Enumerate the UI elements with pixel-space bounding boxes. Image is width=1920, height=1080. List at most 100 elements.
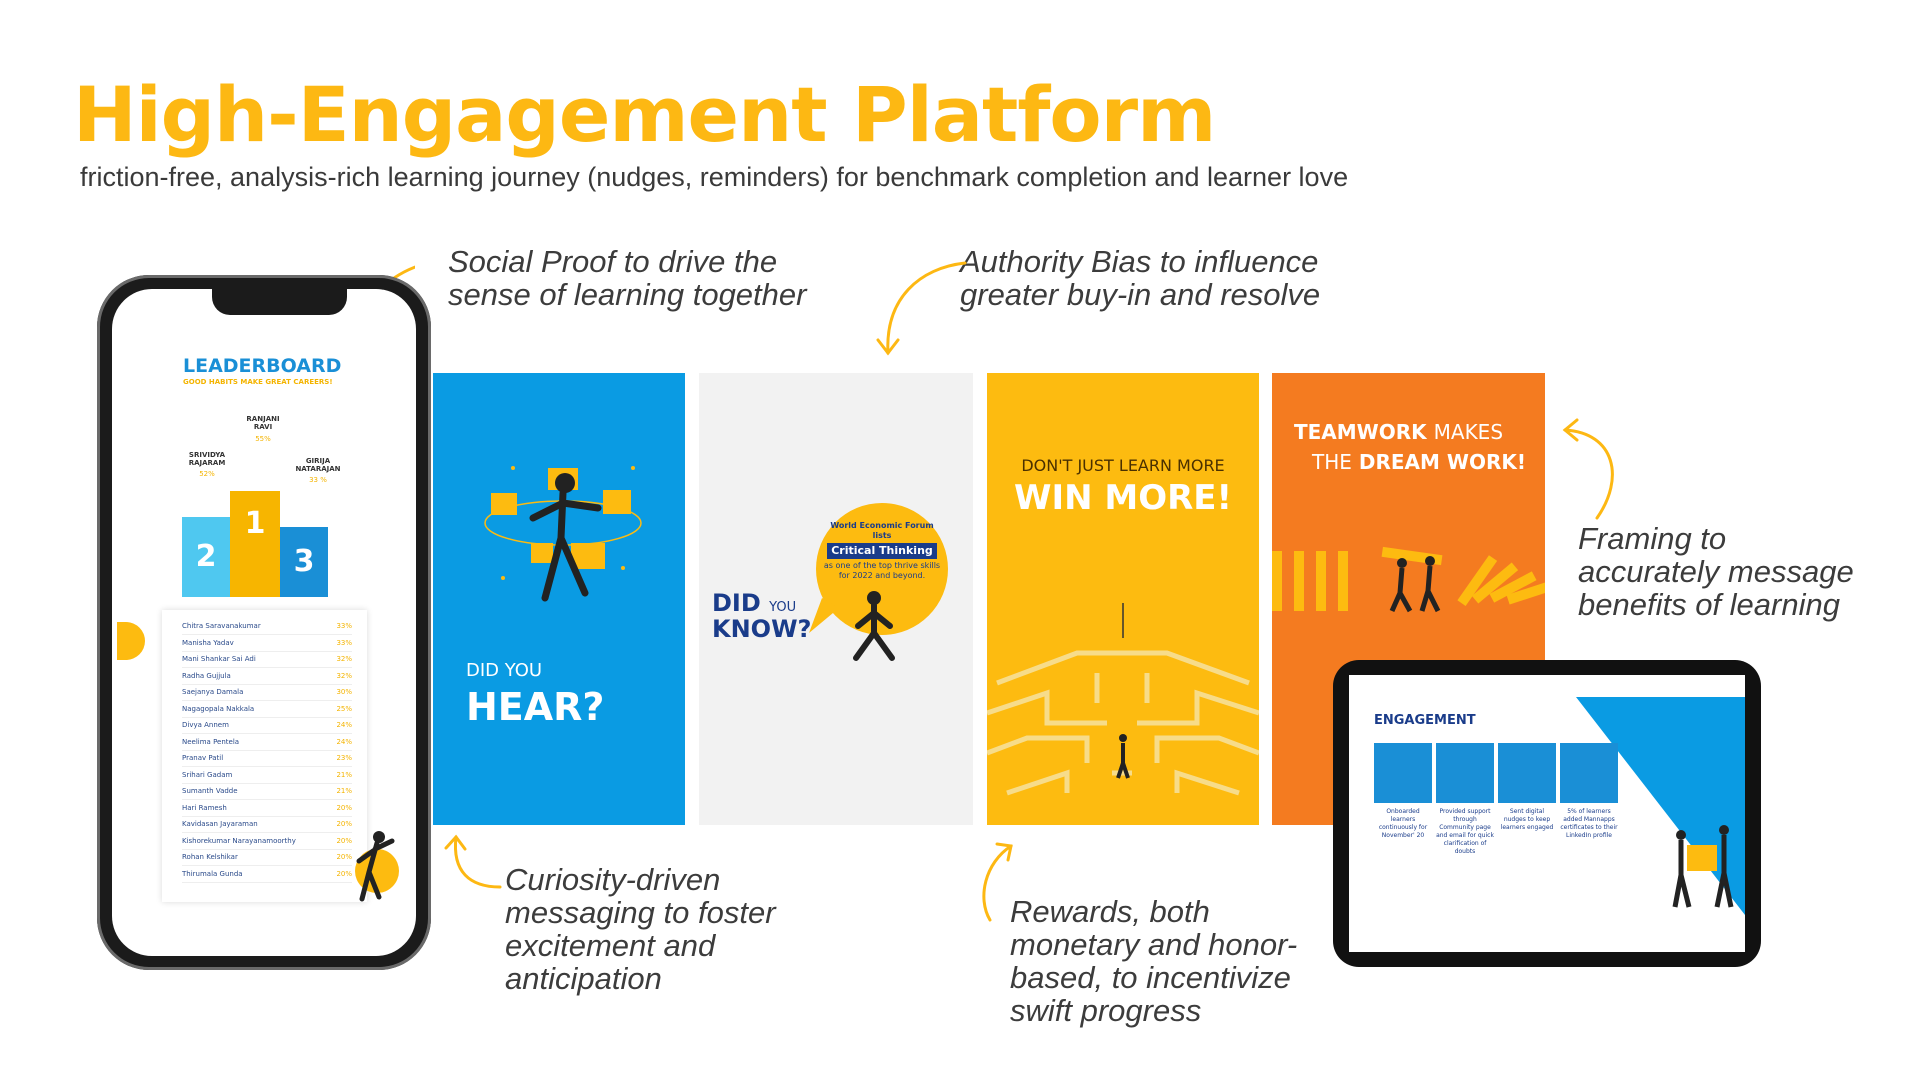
- engagement-tile: [1436, 743, 1494, 803]
- leaderboard-row-pct: 33%: [336, 638, 352, 647]
- tile-caption: Sent digital nudges to keep learners eng…: [1500, 808, 1554, 831]
- podium-block-1: 1: [230, 491, 280, 597]
- person-figure-icon: [356, 831, 395, 902]
- bubble-line: World Economic Forum lists: [830, 521, 934, 540]
- name-line: NATARAJAN: [295, 465, 341, 473]
- text-you: YOU: [769, 600, 797, 615]
- podium-pct-3: 33 %: [309, 476, 327, 484]
- tile-caption: 5% of learners added Mannapps certificat…: [1560, 808, 1618, 839]
- leaderboard-row-name: Srihari Gadam: [182, 770, 233, 779]
- curved-arrow-icon: [1562, 418, 1614, 520]
- note-line: based, to incentivize: [1010, 960, 1291, 995]
- note-line: Authority Bias to influence: [960, 244, 1319, 279]
- text-makes: MAKES: [1433, 420, 1504, 444]
- note-line: Rewards, both: [1010, 894, 1210, 929]
- name-line: GIRIJA: [305, 457, 331, 465]
- leaderboard-row-name: Neelima Pentela: [182, 737, 240, 746]
- leaderboard-row: Rohan Kelshikar 20%: [182, 849, 352, 866]
- curved-arrow-icon: [876, 261, 967, 356]
- leaderboard-row-name: Saejanya Damala: [182, 688, 244, 696]
- note-line: benefits of learning: [1578, 587, 1840, 622]
- leaderboard-row-pct: 32%: [336, 655, 352, 663]
- note-line: anticipation: [505, 961, 662, 996]
- text-did: DID: [712, 589, 761, 617]
- leaderboard-row-name: Nagagopala Nakkala: [182, 704, 255, 713]
- people-carrying-box-illustration: [1672, 825, 1734, 908]
- leaderboard-row: Kishorekumar Narayanamoorthy 20%: [182, 833, 352, 850]
- engagement-tile: [1374, 743, 1432, 803]
- leaderboard-row: Manisha Yadav 33%: [182, 635, 352, 652]
- leaderboard-row: Hari Ramesh 20%: [182, 800, 352, 817]
- name-line: RAVI: [253, 423, 273, 431]
- bubble-line: for 2022 and beyond.: [838, 571, 926, 580]
- leaderboard-row-pct: 20%: [336, 853, 352, 861]
- leaderboard-subtitle: GOOD HABITS MAKE GREAT CAREERS!: [183, 378, 333, 386]
- leaderboard-row-pct: 20%: [336, 869, 352, 878]
- leaderboard-row-name: Sumanth Vadde: [182, 787, 238, 795]
- engagement-tile: [1498, 743, 1556, 803]
- leaderboard-row: Sumanth Vadde 21%: [182, 783, 352, 800]
- tile-caption: Provided support through Community page …: [1436, 808, 1494, 855]
- leaderboard-row-pct: 32%: [336, 671, 352, 680]
- panel-text-did-you: DID YOU: [466, 660, 543, 681]
- leaderboard-row-name: Chitra Saravanakumar: [182, 622, 261, 630]
- curved-arrow-icon: [982, 842, 1013, 922]
- leaderboard-row-pct: 20%: [336, 803, 352, 812]
- note-line: Social Proof to drive the: [448, 244, 778, 279]
- panel-text-dont-just: DON'T JUST LEARN MORE: [1021, 456, 1225, 475]
- leaderboard-row-name: Manisha Yadav: [182, 638, 234, 647]
- leaderboard-row-pct: 25%: [336, 704, 352, 713]
- leaderboard-row-pct: 20%: [336, 836, 352, 845]
- engagement-tile: [1560, 743, 1618, 803]
- leaderboard-row: Neelima Pentela 24%: [182, 734, 352, 751]
- podium-name-1: RANJANI RAVI: [238, 415, 288, 431]
- panel-text-know: KNOW?: [712, 615, 812, 643]
- tablet-mockup: ENGAGEMENT Onboarded learners continuous…: [1333, 660, 1761, 967]
- leaderboard-row-pct: 24%: [336, 737, 352, 746]
- panel-text-win-more: WIN MORE!: [1013, 478, 1233, 518]
- podium-name-2: SRIVIDYA RAJARAM: [182, 451, 232, 467]
- decor-circle: [117, 622, 145, 660]
- leaderboard-row-pct: 24%: [336, 721, 352, 729]
- leaderboard-row-pct: 21%: [336, 770, 352, 779]
- leaderboard-row-name: Rohan Kelshikar: [182, 853, 238, 861]
- leaderboard-title: LEADERBOARD: [183, 355, 342, 377]
- podium-name-3: GIRIJA NATARAJAN: [293, 457, 343, 473]
- panel-did-you-hear: DID YOU HEAR?: [433, 373, 685, 825]
- bubble-tail: [809, 598, 839, 633]
- panel-text-teamwork: TEAMWORK MAKES: [1294, 420, 1503, 444]
- tile-caption: Onboarded learners continuously for Nove…: [1378, 808, 1428, 839]
- panel-text-dream-work: THE DREAM WORK!: [1312, 450, 1526, 474]
- bubble-highlight: Critical Thinking: [827, 543, 937, 559]
- leaderboard-screen: LEADERBOARD GOOD HABITS MAKE GREAT CAREE…: [112, 289, 416, 956]
- name-line: RANJANI: [246, 415, 280, 423]
- note-rewards: Rewards, both monetary and honor- based,…: [1010, 895, 1297, 1027]
- leaderboard-row: Divya Annem 24%: [182, 717, 352, 734]
- panel-text-hear: HEAR?: [466, 685, 605, 729]
- leaderboard-row-name: Divya Annem: [182, 721, 229, 729]
- note-curiosity: Curiosity-driven messaging to foster exc…: [505, 863, 776, 995]
- bubble-line: as one of the top thrive skills: [823, 561, 941, 570]
- podium-pct-2: 52%: [199, 470, 215, 478]
- note-framing: Framing to accurately message benefits o…: [1578, 522, 1854, 621]
- note-line: excitement and: [505, 928, 716, 963]
- note-line: accurately message: [1578, 554, 1854, 589]
- note-line: swift progress: [1010, 993, 1202, 1028]
- page-subtitle: friction-free, analysis-rich learning jo…: [80, 162, 1349, 192]
- note-line: Curiosity-driven: [505, 862, 721, 897]
- text-teamwork: TEAMWORK: [1294, 420, 1427, 444]
- speech-bubble: [816, 503, 948, 635]
- engagement-title: ENGAGEMENT: [1374, 713, 1476, 728]
- panel-text-did: DID YOU: [712, 589, 796, 617]
- leaderboard-row-name: Hari Ramesh: [182, 803, 227, 812]
- leaderboard-row-name: Kishorekumar Narayanamoorthy: [182, 836, 296, 845]
- phone-mockup: LEADERBOARD GOOD HABITS MAKE GREAT CAREE…: [97, 275, 431, 970]
- curved-arrow-icon: [444, 834, 502, 889]
- leaderboard-row-pct: 21%: [336, 787, 352, 795]
